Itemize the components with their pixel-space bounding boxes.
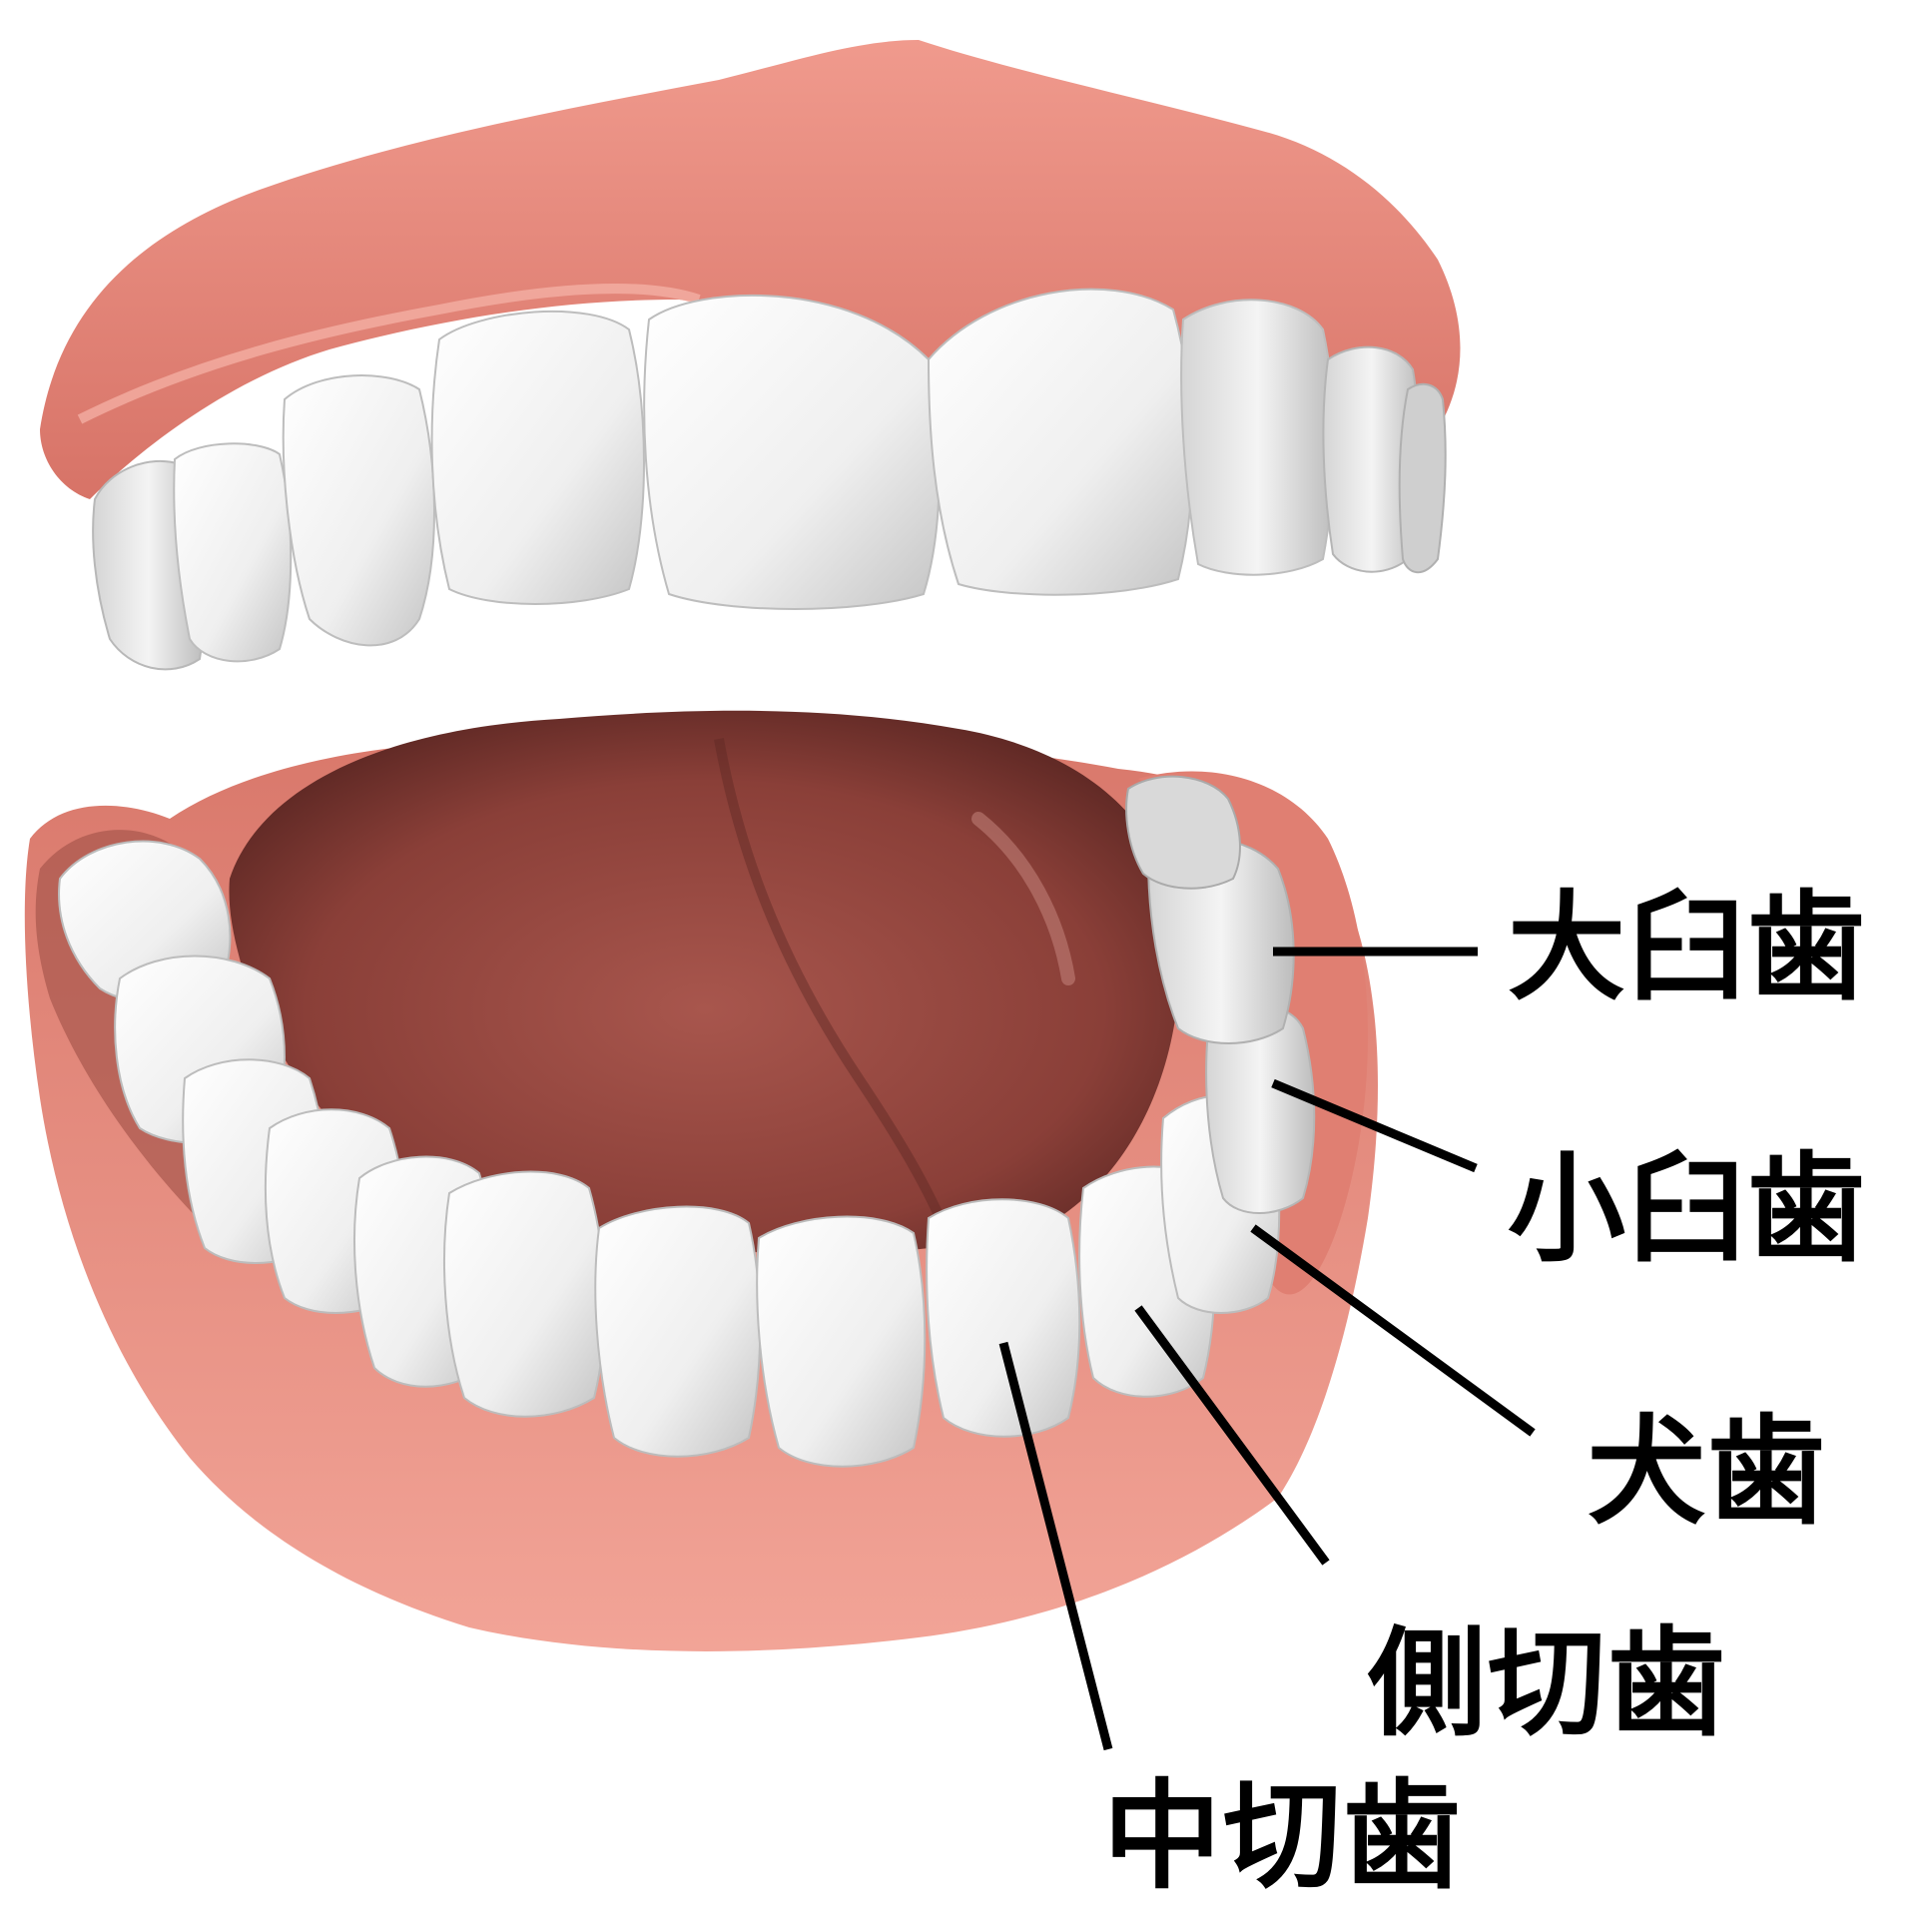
label-lateral-incisor: 側切歯 <box>1368 1624 1727 1742</box>
upper-premolar-right <box>1400 384 1446 572</box>
lower-central-incisor-right <box>757 1217 925 1467</box>
label-central-incisor: 中切歯 <box>1103 1777 1463 1895</box>
label-premolar: 小臼歯 <box>1508 1150 1867 1268</box>
upper-central-incisor-right <box>929 290 1192 595</box>
upper-lateral-incisor-left <box>432 312 644 604</box>
upper-central-incisor-left <box>644 296 940 609</box>
upper-lateral-incisor-right <box>1181 300 1334 574</box>
upper-canine-left <box>284 375 434 645</box>
lower-central-incisor-left <box>595 1207 760 1457</box>
lower-molar-right-back <box>1126 777 1240 889</box>
upper-premolar-left <box>174 443 291 661</box>
label-canine: 犬歯 <box>1588 1413 1827 1531</box>
lower-central-incisor-right-2 <box>927 1199 1079 1437</box>
label-molar: 大臼歯 <box>1508 889 1867 1006</box>
lower-lateral-incisor-left <box>444 1172 605 1417</box>
